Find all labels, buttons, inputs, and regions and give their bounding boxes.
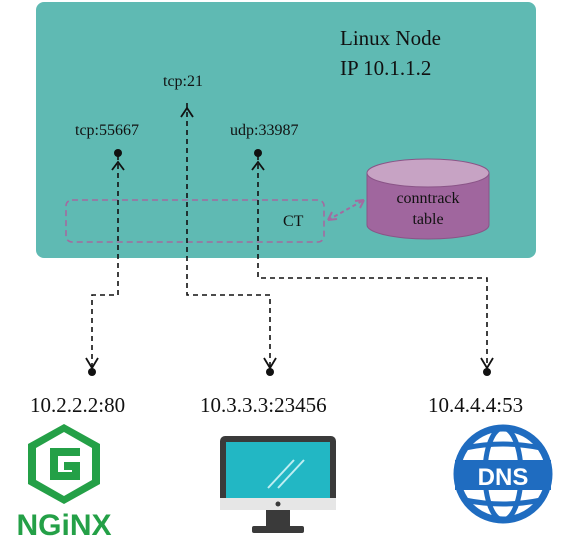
port-label-nginx: tcp:55667 [75, 122, 139, 139]
conntrack-label-line1: conntrack [396, 190, 459, 207]
port-arrow-ssh [180, 106, 194, 118]
node-ip: IP 10.1.1.2 [340, 56, 431, 80]
port-arrow-dns [251, 160, 265, 171]
endpoint-label-dns: 10.4.4.4:53 [428, 393, 523, 417]
endpoint-label-monitor: 10.3.3.3:23456 [200, 393, 327, 417]
dns-globe-icon: DNS [453, 424, 553, 524]
endpoint-dot-nginx [88, 368, 96, 376]
route-nginx [91, 155, 119, 368]
nginx-logo-text: NGiNX [16, 509, 111, 542]
nginx-logo-icon: NGiNX [16, 424, 112, 542]
monitor-icon [220, 436, 336, 533]
node-title: Linux Node [340, 26, 441, 50]
port-dot-dns [254, 149, 262, 157]
ct-label: CT [283, 213, 304, 230]
port-arrow-nginx [111, 160, 125, 171]
port-label-dns: udp:33987 [230, 122, 298, 139]
port-label-ssh: tcp:21 [163, 73, 203, 90]
ct-link-arrowhead-left [327, 211, 338, 221]
ct-box [65, 199, 325, 243]
port-dot-nginx [114, 149, 122, 157]
endpoint-label-nginx: 10.2.2.2:80 [30, 393, 125, 417]
dns-logo-text: DNS [478, 464, 529, 491]
conntrack-table-cylinder: conntrack table [366, 158, 490, 240]
ct-link-arrowhead-right [354, 199, 365, 209]
endpoint-dot-dns [483, 368, 491, 376]
endpoint-dot-monitor [266, 368, 274, 376]
route-dns [257, 155, 488, 368]
conntrack-label-line2: table [412, 211, 443, 228]
